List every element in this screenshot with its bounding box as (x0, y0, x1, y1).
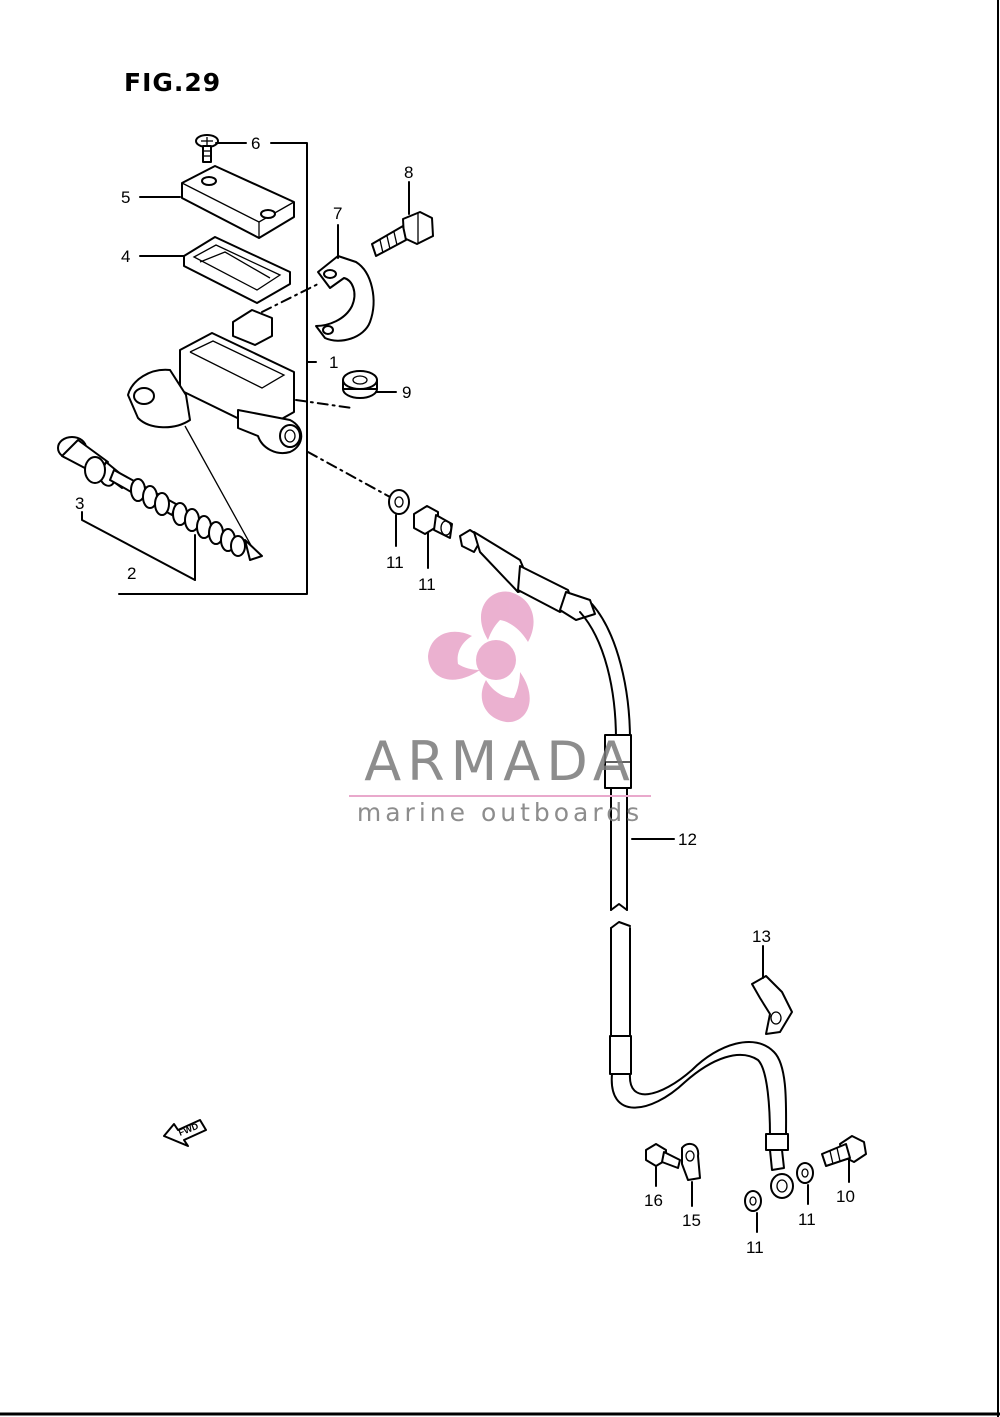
callout-11-right: 11 (798, 1210, 816, 1229)
part-5-reservoir-cap (181, 165, 295, 239)
part-7-clamp (315, 255, 375, 342)
assembly-bracket (118, 142, 317, 595)
propeller-logo-icon (428, 591, 534, 723)
part-15-clip (681, 1142, 701, 1181)
part-13-fitting (413, 505, 453, 539)
callout-2: 2 (127, 564, 136, 583)
callout-11-lower: 11 (746, 1238, 764, 1257)
leader-lines (139, 142, 850, 1233)
connector-lines (261, 283, 391, 498)
forward-arrow-icon: FWD (163, 1119, 207, 1147)
part-14-clamp (751, 975, 793, 1035)
callout-4: 4 (121, 247, 130, 266)
part-11-washer-lower-right (796, 1162, 814, 1184)
callout-6: 6 (251, 134, 260, 153)
part-2-3-piston-set (57, 436, 246, 557)
callout-12: 12 (678, 830, 697, 849)
part-8-bolt (371, 211, 434, 257)
callout-16: 16 (644, 1191, 663, 1210)
callout-13: 11 (418, 575, 436, 594)
part-12-brake-hose (459, 529, 794, 1199)
callout-1: 1 (329, 353, 338, 372)
figure-title: FIG.29 (124, 68, 222, 97)
part-4-diaphragm-plate (183, 236, 291, 304)
part-16-bolt (645, 1143, 681, 1169)
watermark-tagline: marine outboards (356, 798, 644, 827)
part-11-washer-upper (388, 489, 410, 515)
callout-7: 7 (333, 204, 342, 223)
callout-9: 9 (402, 383, 411, 402)
callout-11-upper: 11 (386, 553, 404, 572)
callout-14: 13 (752, 927, 771, 946)
part-6-screw (195, 134, 219, 163)
callout-8: 8 (404, 163, 413, 182)
callout-3: 3 (75, 494, 84, 513)
part-1-master-cylinder-body (127, 309, 303, 561)
callout-15: 15 (682, 1211, 701, 1230)
part-10-bolt (821, 1135, 867, 1167)
piston-bracket (81, 511, 196, 581)
watermark-brand: ARMADA (364, 730, 636, 793)
part-11-washer-lower (744, 1190, 762, 1212)
callout-5: 5 (121, 188, 130, 207)
part-9-bushing (342, 370, 378, 399)
callout-10: 10 (836, 1187, 855, 1206)
